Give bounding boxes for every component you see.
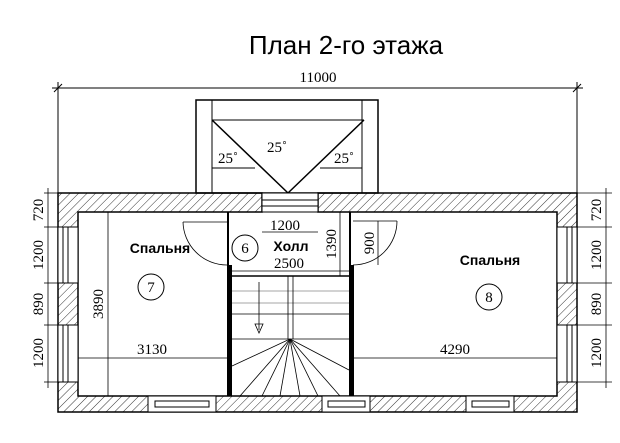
room7-marker (137, 273, 165, 301)
overall-dimension (52, 82, 583, 193)
room6-name: Холл (273, 238, 308, 254)
right-dim-2: 1200 (589, 240, 605, 270)
partitions (227, 212, 354, 396)
windows (57, 226, 578, 413)
room7-number: 7 (147, 280, 155, 296)
left-dim-4: 1200 (31, 338, 47, 368)
plan-title: План 2-го этажа (249, 30, 444, 60)
room7-depth: 3890 (91, 289, 107, 319)
room6-marker (231, 234, 259, 262)
left-dim-2: 1200 (31, 240, 47, 270)
door-width: 900 (362, 232, 378, 255)
bay-angle-top: 25˚ (267, 140, 287, 156)
bay-angle-left: 25˚ (218, 151, 238, 167)
right-dim-3: 890 (589, 293, 605, 316)
exterior-walls (57, 192, 578, 413)
room8-width: 4290 (440, 342, 470, 358)
left-dim-1: 720 (31, 199, 47, 222)
bay-window (195, 99, 379, 194)
hall-opening: 1200 (270, 218, 300, 234)
staircase (231, 275, 350, 397)
doors (182, 220, 398, 266)
room7-name: Спальня (130, 240, 190, 256)
bay-angle-right: 25˚ (334, 151, 354, 167)
right-dim-1: 720 (589, 199, 605, 222)
right-dim-4: 1200 (589, 338, 605, 368)
room8-number: 8 (485, 290, 493, 306)
hall-width: 2500 (274, 256, 304, 272)
left-dim-3: 890 (31, 293, 47, 316)
hall-depth: 1390 (324, 229, 340, 259)
room7-width: 3130 (137, 342, 167, 358)
interior-dimensions (78, 212, 557, 396)
room8-name: Спальня (460, 252, 520, 268)
overall-width-label: 11000 (300, 70, 337, 86)
room8-marker (475, 283, 503, 311)
room6-number: 6 (241, 241, 249, 257)
side-dimension-lines (44, 188, 612, 388)
